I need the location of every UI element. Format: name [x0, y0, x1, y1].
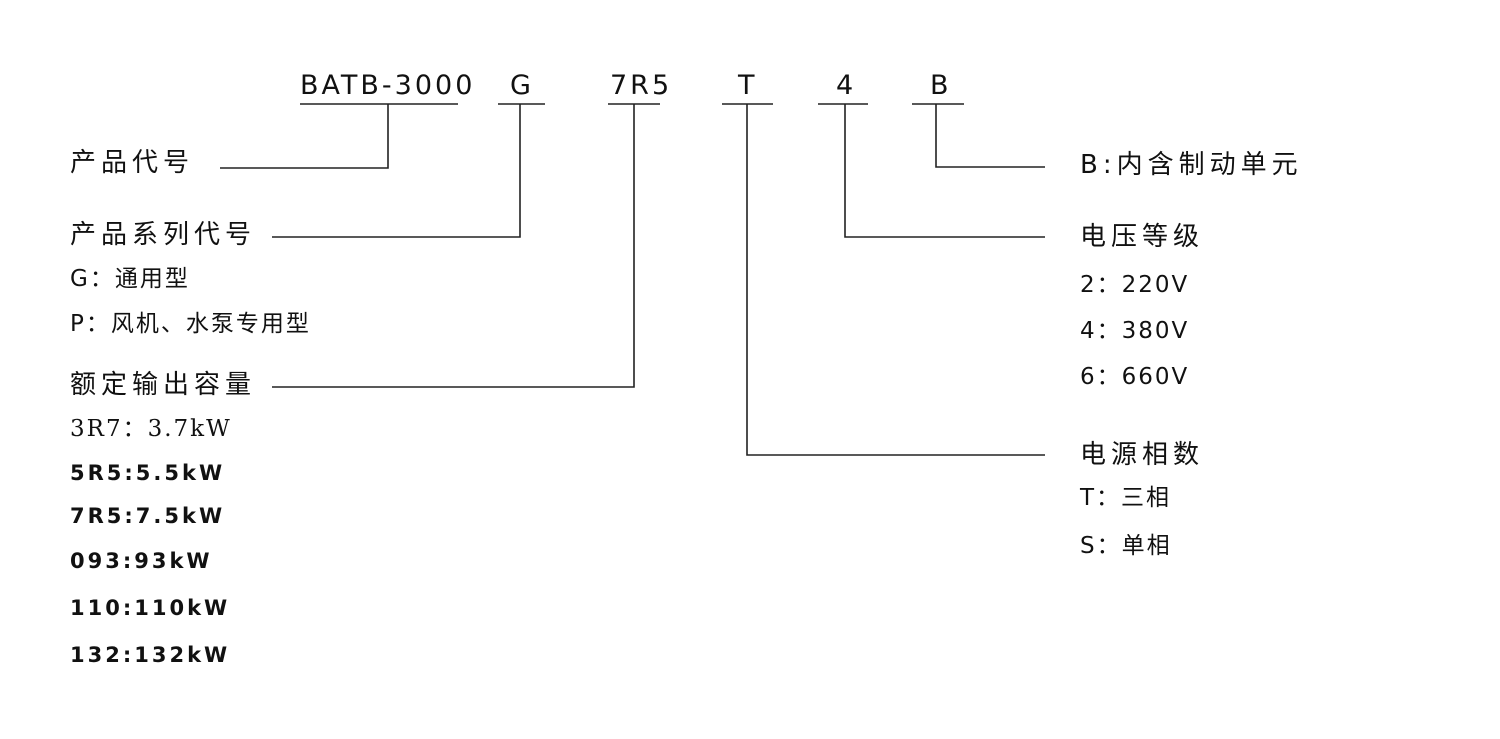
leader-capacity	[272, 104, 635, 388]
capacity-heading: 额定输出容量	[70, 370, 257, 400]
code-capacity: 7R5	[610, 70, 673, 101]
capacity-item: 5R5:5.5kW	[70, 461, 226, 485]
leader-brake	[935, 104, 1045, 168]
phase-item: T：三相	[1080, 485, 1172, 511]
code-series: G	[510, 70, 534, 101]
code-phase: T	[738, 70, 758, 101]
capacity-item: 7R5:7.5kW	[70, 504, 226, 528]
voltage-item: 2：220V	[1080, 272, 1190, 298]
code-voltage: 4	[836, 70, 857, 101]
capacity-item: 3R7：3.7kW	[70, 416, 232, 442]
leader-product-code	[220, 104, 389, 169]
leader-series	[272, 104, 521, 238]
series-item: G：通用型	[70, 266, 190, 292]
leader-voltage	[844, 104, 1045, 238]
capacity-item: 093:93kW	[70, 549, 213, 573]
voltage-item: 4：380V	[1080, 318, 1190, 344]
leader-phase	[746, 104, 1045, 456]
code-model: BATB-3000	[300, 70, 476, 101]
code-brake: B	[930, 70, 952, 101]
brake-heading: B:内含制动单元	[1080, 150, 1303, 180]
capacity-item: 132:132kW	[70, 643, 231, 667]
phase-item: S：单相	[1080, 533, 1172, 559]
phase-heading: 电源相数	[1080, 440, 1205, 470]
product-code-heading: 产品代号	[70, 148, 195, 178]
capacity-item: 110:110kW	[70, 596, 231, 620]
series-item: P：风机、水泵专用型	[70, 311, 311, 337]
voltage-heading: 电压等级	[1080, 222, 1205, 252]
voltage-item: 6：660V	[1080, 364, 1190, 390]
series-heading: 产品系列代号	[70, 220, 257, 250]
